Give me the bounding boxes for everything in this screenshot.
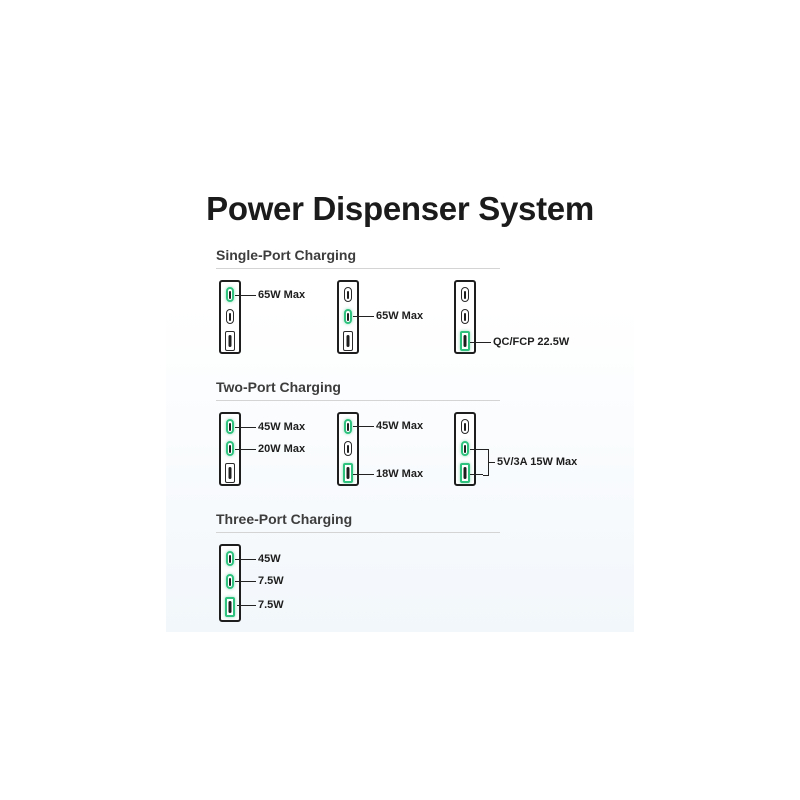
leader-line bbox=[353, 426, 374, 427]
port-label: 65W Max bbox=[376, 310, 424, 322]
usb-c2-port-icon bbox=[226, 574, 234, 589]
charger-device bbox=[337, 412, 359, 486]
port-label: 20W Max bbox=[258, 443, 306, 455]
usb-c1-port-icon bbox=[461, 287, 469, 302]
port-label: 45W bbox=[258, 553, 281, 565]
usb-c2-port-icon bbox=[344, 309, 352, 324]
usb-c1-port-icon bbox=[226, 287, 234, 302]
leader-line bbox=[235, 449, 256, 450]
leader-line bbox=[235, 581, 256, 582]
section-divider bbox=[216, 268, 500, 269]
usb-c2-port-icon bbox=[461, 309, 469, 324]
usb-c2-port-icon bbox=[461, 441, 469, 456]
leader-line bbox=[470, 449, 483, 450]
leader-line bbox=[235, 427, 256, 428]
usb-c2-port-icon bbox=[344, 441, 352, 456]
usb-c2-port-icon bbox=[226, 441, 234, 456]
section-divider bbox=[216, 532, 500, 533]
leader-line bbox=[353, 316, 374, 317]
leader-line bbox=[470, 474, 483, 475]
charger-device bbox=[219, 544, 241, 622]
usb-c2-port-icon bbox=[226, 309, 234, 324]
charger-device bbox=[337, 280, 359, 354]
port-label: 65W Max bbox=[258, 289, 306, 301]
usb-a-port-icon bbox=[225, 331, 235, 351]
page-title: Power Dispenser System bbox=[206, 190, 594, 227]
section-heading-three: Three-Port Charging bbox=[216, 511, 353, 527]
usb-c1-port-icon bbox=[226, 419, 234, 434]
port-label: 7.5W bbox=[258, 575, 284, 587]
usb-a-port-icon bbox=[343, 331, 353, 351]
section-heading-single: Single-Port Charging bbox=[216, 247, 356, 263]
usb-c1-port-icon bbox=[344, 287, 352, 302]
usb-c1-port-icon bbox=[226, 551, 234, 566]
leader-line bbox=[470, 342, 491, 343]
usb-a-port-icon bbox=[460, 331, 470, 351]
leader-line bbox=[489, 462, 495, 463]
port-label: 45W Max bbox=[376, 420, 424, 432]
leader-line bbox=[235, 295, 256, 296]
leader-line bbox=[235, 559, 256, 560]
port-label: QC/FCP 22.5W bbox=[493, 336, 570, 348]
port-label: 18W Max bbox=[376, 468, 424, 480]
section-heading-two: Two-Port Charging bbox=[216, 379, 341, 395]
usb-a-port-icon bbox=[460, 463, 470, 483]
usb-a-port-icon bbox=[343, 463, 353, 483]
usb-c1-port-icon bbox=[344, 419, 352, 434]
bracket-line bbox=[483, 449, 489, 476]
leader-line bbox=[353, 474, 374, 475]
section-divider bbox=[216, 400, 500, 401]
usb-a-port-icon bbox=[225, 597, 235, 617]
leader-line bbox=[237, 605, 256, 606]
usb-c1-port-icon bbox=[461, 419, 469, 434]
usb-a-port-icon bbox=[225, 463, 235, 483]
port-label: 5V/3A 15W Max bbox=[497, 456, 578, 468]
charger-device bbox=[454, 280, 476, 354]
port-label: 7.5W bbox=[258, 599, 284, 611]
charger-device bbox=[219, 280, 241, 354]
port-label: 45W Max bbox=[258, 421, 306, 433]
